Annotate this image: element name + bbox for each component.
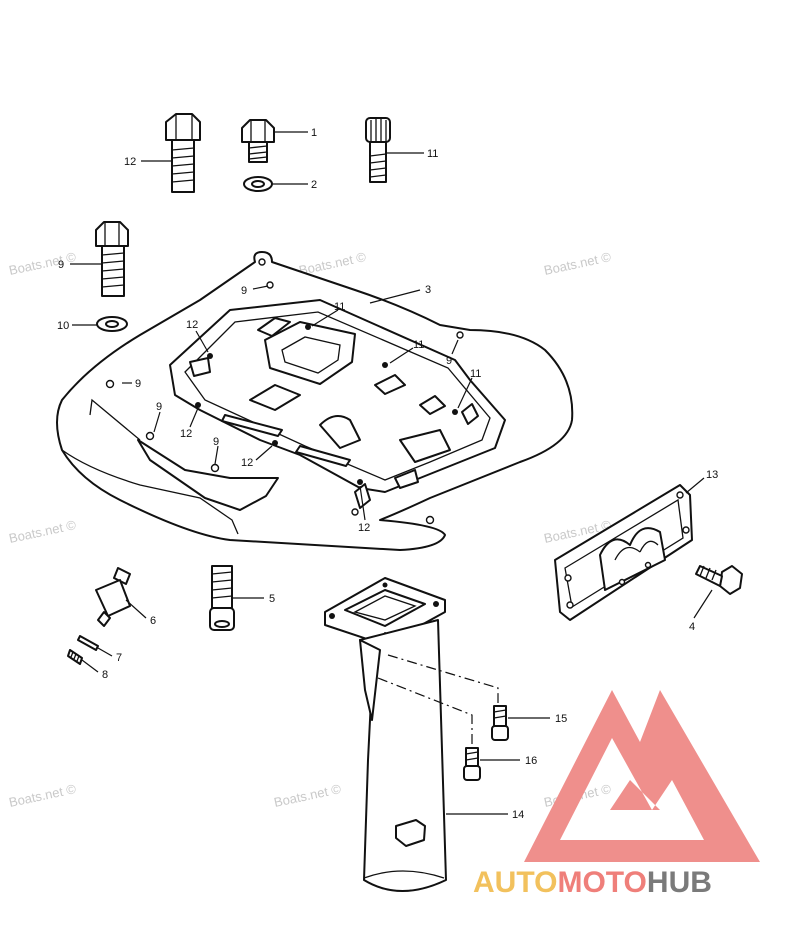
part-7-pin[interactable] — [77, 635, 99, 651]
callout-14: 14 — [512, 809, 524, 821]
logo-text-moto: MOTO — [557, 866, 646, 899]
watermark-text: Boats.net © — [8, 781, 78, 810]
part-11-socket-screw[interactable] — [365, 117, 391, 183]
callout-7: 7 — [116, 652, 122, 664]
callout-12: 12 — [186, 319, 198, 331]
callout-12: 12 — [124, 156, 136, 168]
callout-8: 8 — [102, 669, 108, 681]
automotohub-logo: AUTOMOTOHUB — [473, 690, 760, 899]
callout-12: 12 — [180, 428, 192, 440]
part-16-screw[interactable] — [463, 747, 481, 781]
callout-9: 9 — [446, 355, 452, 367]
logo-text-auto: AUTO — [473, 866, 557, 899]
part-2-washer[interactable] — [243, 176, 273, 192]
callout-11: 11 — [413, 339, 424, 351]
callout-12: 12 — [241, 457, 253, 469]
callout-12: 12 — [358, 522, 370, 534]
callout-11: 11 — [427, 148, 438, 160]
callout-6: 6 — [150, 615, 156, 627]
callout-2: 2 — [311, 179, 317, 191]
callout-9: 9 — [135, 378, 141, 390]
alignment-line-15 — [387, 654, 499, 703]
part-9-hex-bolt[interactable] — [95, 221, 129, 297]
part-13-mount-plate[interactable] — [554, 484, 693, 621]
callout-16: 16 — [525, 755, 537, 767]
callout-10: 10 — [57, 320, 69, 332]
alignment-line-16 — [377, 677, 473, 745]
svg-text:AUTOMOTOHUB: AUTOMOTOHUB — [473, 866, 712, 899]
logo-text-hub: HUB — [647, 866, 712, 899]
callout-5: 5 — [269, 593, 275, 605]
callout-13: 13 — [706, 469, 718, 481]
callout-9: 9 — [213, 436, 219, 448]
part-1-hex-bolt[interactable] — [241, 119, 275, 163]
part-3-adapter-plate[interactable] — [56, 251, 574, 551]
part-5-socket-screw[interactable] — [209, 565, 235, 631]
callout-labels: 12 1 2 11 9 10 3 9 9 9 9 9 12 12 12 12 1… — [57, 127, 718, 821]
callout-9: 9 — [156, 401, 162, 413]
callout-9: 9 — [58, 259, 64, 271]
watermark-text: Boats.net © — [8, 249, 78, 278]
watermark-text: Boats.net © — [543, 249, 613, 278]
callout-1: 1 — [311, 127, 317, 139]
part-4-hex-bolt[interactable] — [695, 565, 743, 595]
callout-15: 15 — [555, 713, 567, 725]
watermark-text: Boats.net © — [8, 517, 78, 546]
callout-11: 11 — [470, 368, 481, 380]
part-14-exhaust-tube[interactable] — [324, 577, 447, 892]
callout-11: 11 — [334, 301, 345, 313]
part-8-stud[interactable] — [67, 649, 83, 665]
part-12-hex-bolt[interactable] — [165, 113, 201, 193]
logo-triangle-mark — [524, 690, 760, 862]
part-10-washer[interactable] — [96, 316, 128, 332]
part-6-rubber-mount[interactable] — [95, 567, 131, 627]
leader-lines — [70, 131, 713, 815]
callout-4: 4 — [689, 621, 695, 633]
callout-3: 3 — [425, 284, 431, 296]
part-15-screw[interactable] — [491, 705, 509, 741]
watermark-text: Boats.net © — [273, 781, 343, 810]
callout-9: 9 — [241, 285, 247, 297]
